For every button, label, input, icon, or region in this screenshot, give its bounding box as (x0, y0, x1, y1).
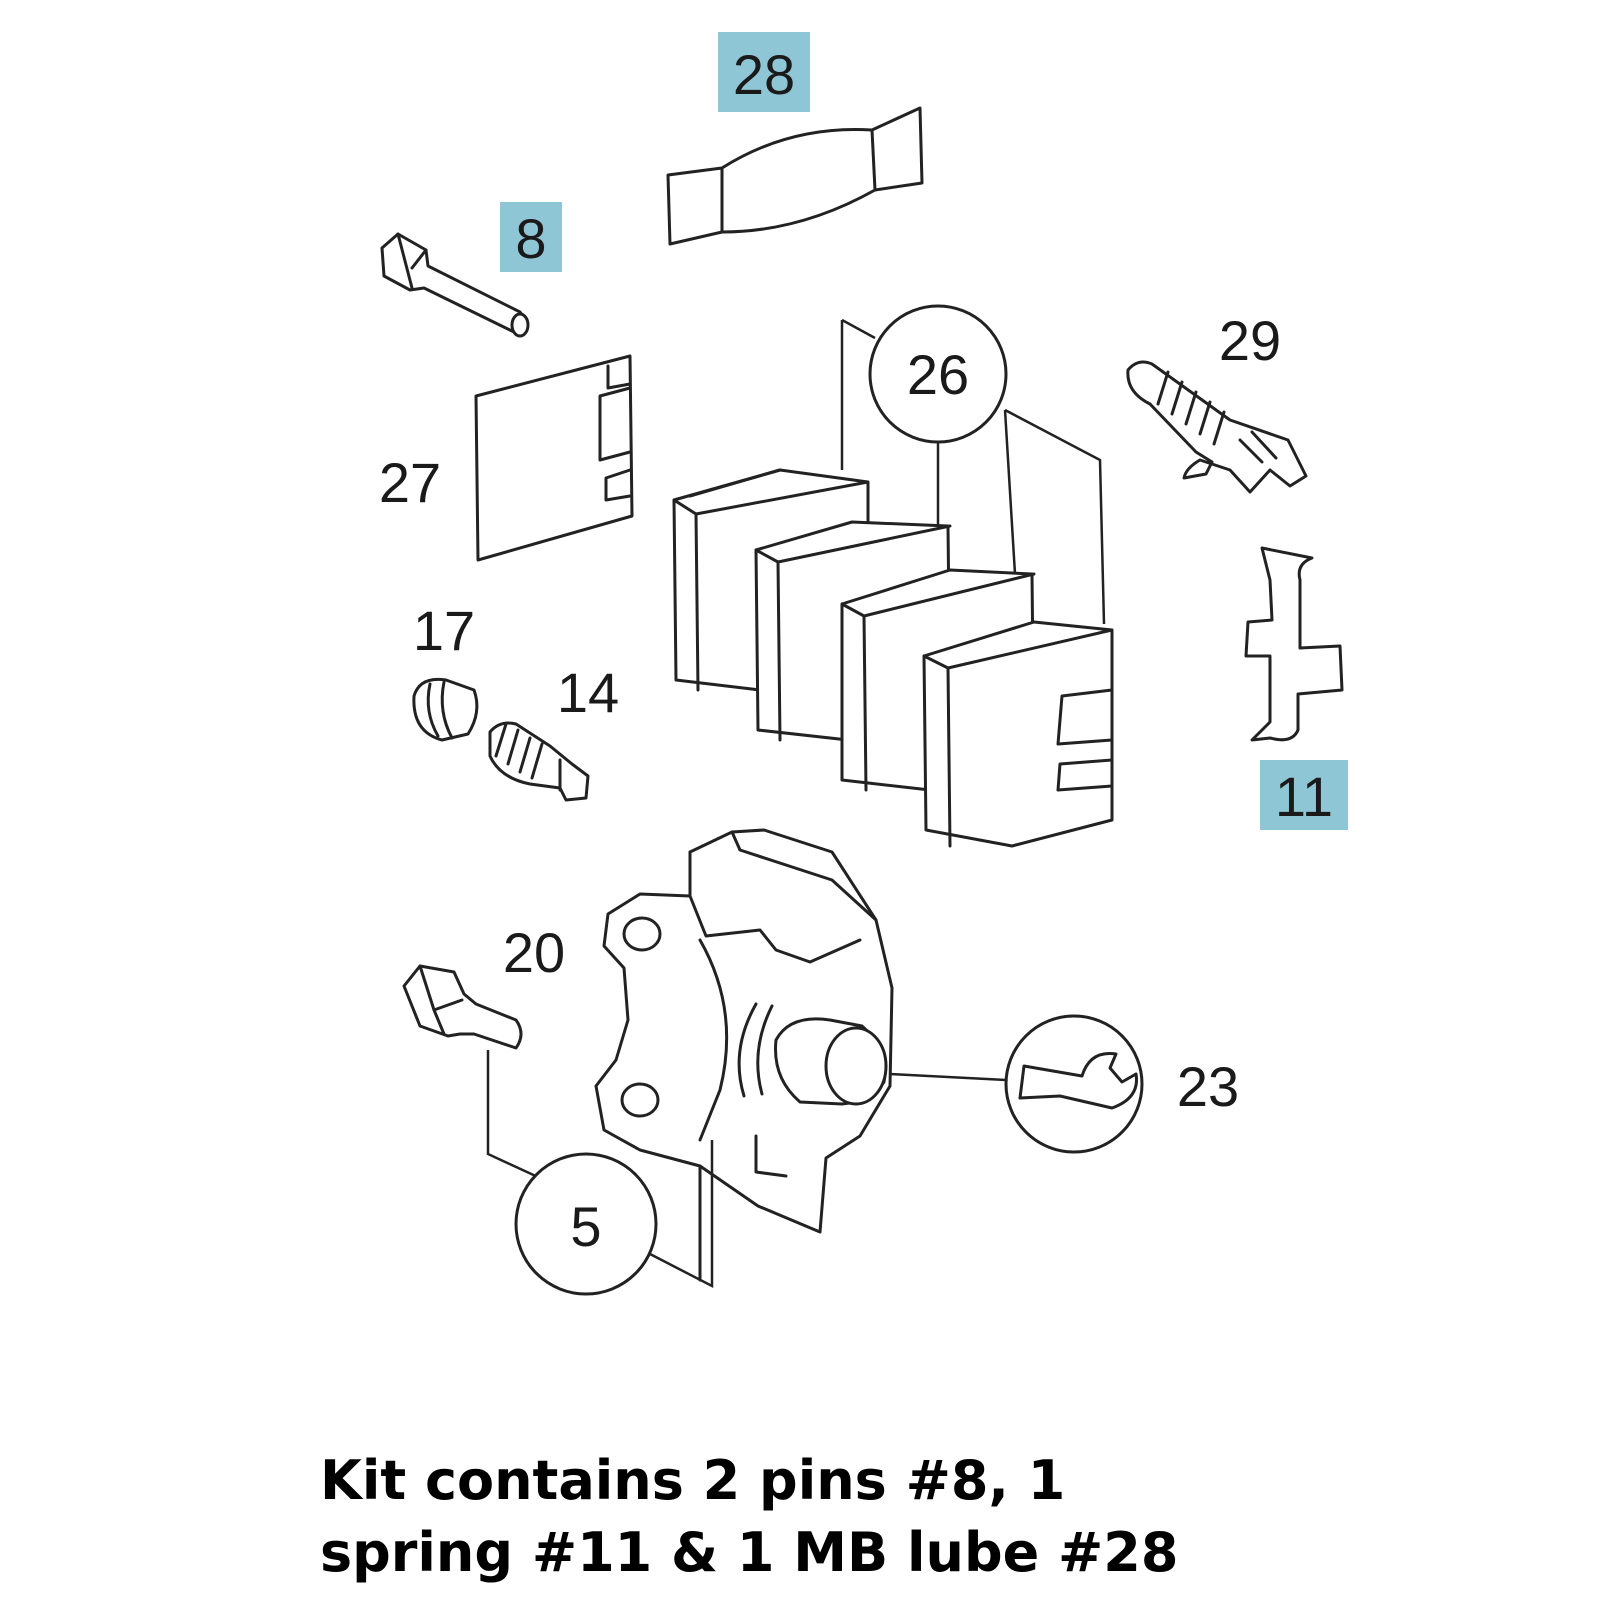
label-8: 8 (515, 207, 546, 270)
wrench-icon (1018, 1051, 1138, 1110)
label-23: 23 (1177, 1055, 1239, 1118)
label-26: 26 (907, 343, 969, 406)
label-8-highlight (500, 202, 562, 272)
label-29: 29 (1219, 309, 1281, 372)
leader-23 (889, 1072, 1007, 1082)
part-17-dust-cap (412, 677, 479, 742)
leader-26 (840, 318, 1106, 625)
part-14-bleeder-screw (488, 721, 590, 802)
leader-5-bolt (486, 1050, 541, 1180)
label-5: 5 (570, 1195, 601, 1258)
part-5-caliper (594, 828, 894, 1282)
label-28-highlight (718, 32, 810, 112)
part-8-guide-pin (380, 232, 530, 338)
part-29-bleeder-assembly (1126, 360, 1308, 494)
leader-5 (649, 1140, 714, 1289)
part-11-spring-clip (1244, 546, 1344, 742)
part-27-shim (474, 354, 634, 562)
part-28-lube-packet (666, 106, 924, 246)
label-20: 20 (503, 921, 565, 984)
caption-line-1: Kit contains 2 pins #8, 1 (320, 1449, 1066, 1512)
part-26-brake-pads (672, 468, 1114, 848)
callout-5-circle (514, 1152, 658, 1296)
part-20-bolt (402, 964, 523, 1050)
label-11: 11 (1275, 765, 1333, 828)
label-27: 27 (379, 451, 441, 514)
label-28: 28 (733, 43, 795, 106)
kit-contents-caption: Kit contains 2 pins #8, 1 spring #11 & 1… (320, 1445, 1520, 1589)
label-14: 14 (557, 661, 619, 724)
label-17: 17 (413, 599, 475, 662)
label-11-highlight (1260, 760, 1348, 830)
caption-line-2: spring #11 & 1 MB lube #28 (320, 1521, 1179, 1584)
